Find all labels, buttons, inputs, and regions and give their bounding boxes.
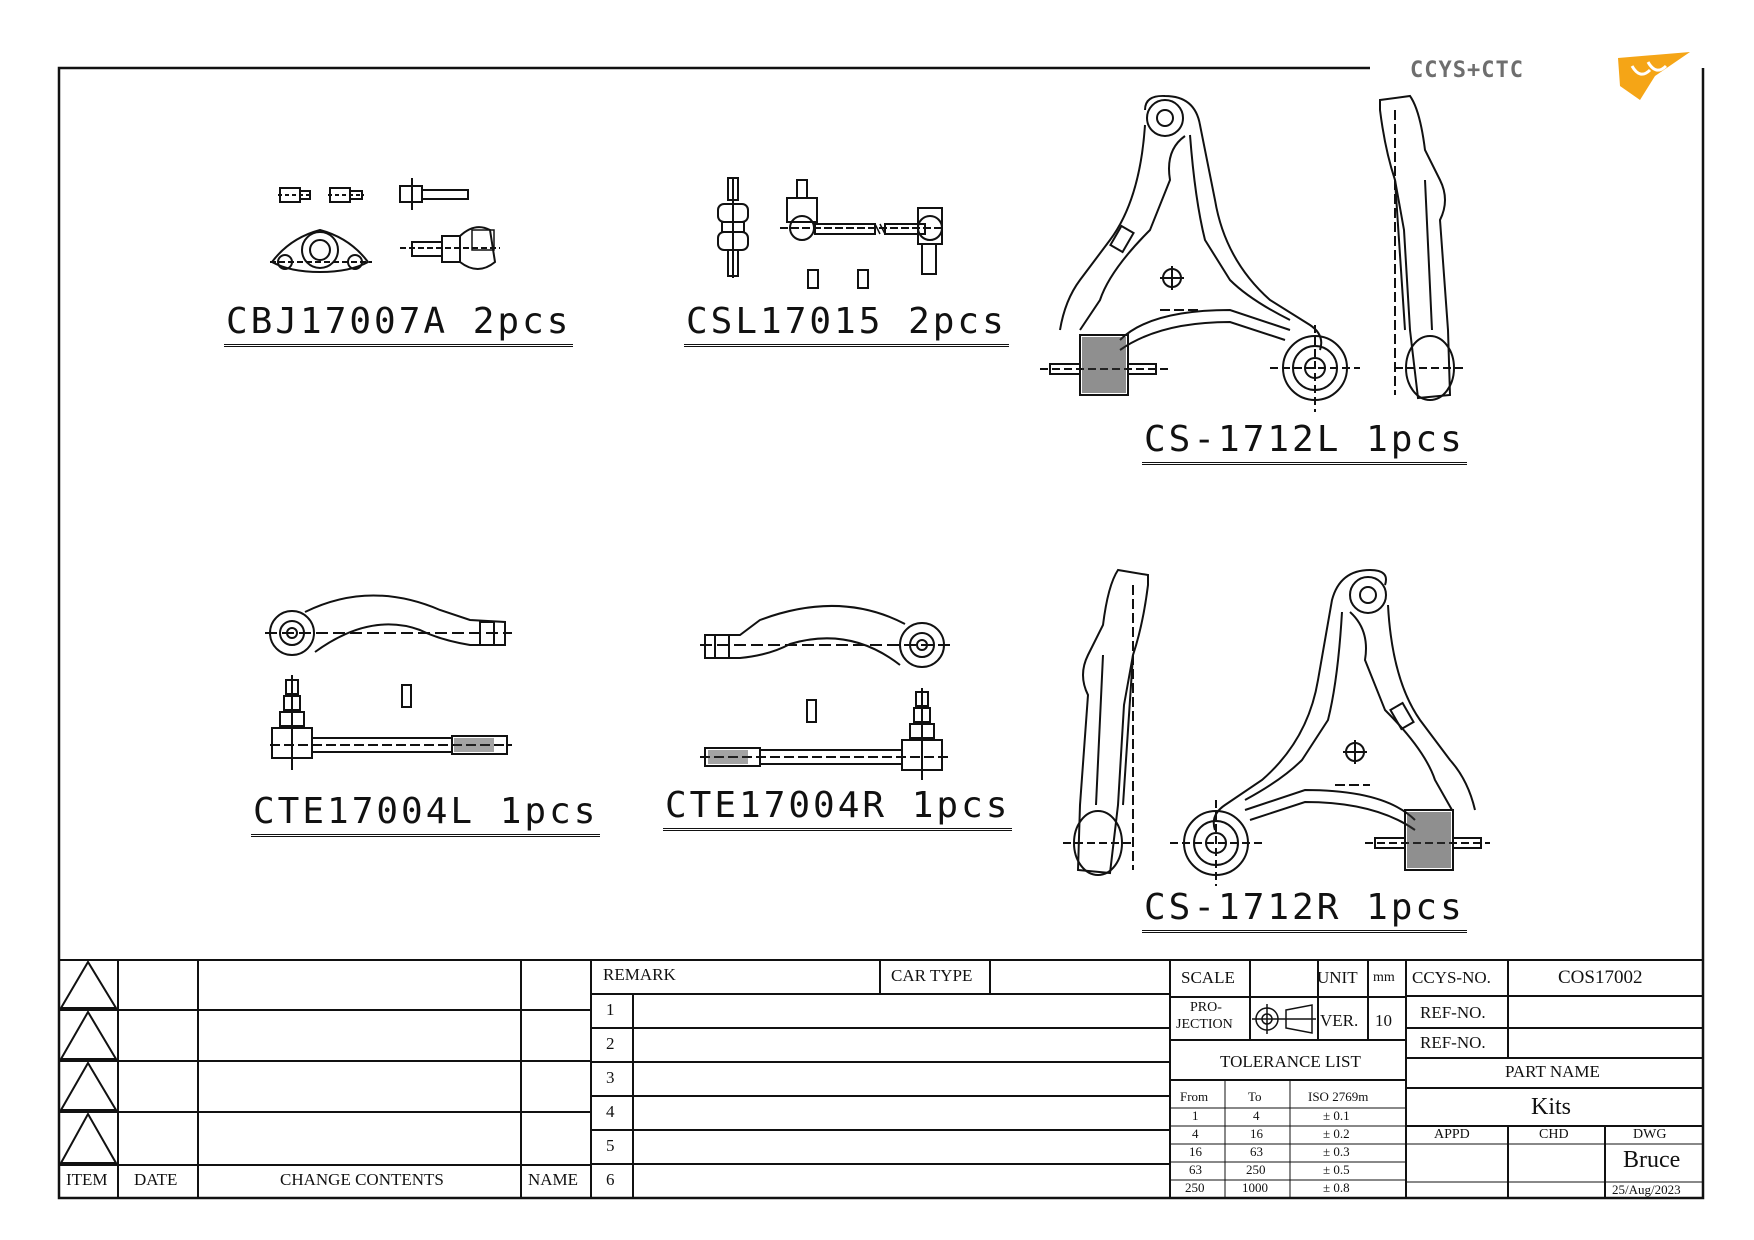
tolerance-from: 1 [1192,1108,1199,1123]
ref-no-label-1: REF-NO. [1420,1003,1486,1022]
tolerance-to: 16 [1250,1126,1263,1141]
tolerance-title: TOLERANCE LIST [1220,1052,1361,1071]
control-arm-right-side-drawing [1063,568,1149,876]
ccys-no-value: COS17002 [1558,967,1643,988]
tie-rod-left-drawing [265,594,512,770]
version-value: 10 [1375,1011,1392,1030]
header-item: ITEM [66,1170,108,1189]
logo-emblem-lines [1630,61,1668,76]
tolerance-from: 250 [1185,1180,1205,1195]
control-arm-left-side-drawing [1379,94,1465,401]
unit-label: UNIT [1317,968,1358,987]
part-name-value: Kits [1531,1094,1572,1120]
version-label: VER. [1320,1011,1359,1030]
dwg-label: DWG [1633,1127,1667,1142]
appd-label: APPD [1434,1127,1470,1142]
tie-rod-right-drawing [700,604,950,780]
tolerance-value: ± 0.5 [1323,1162,1350,1177]
car-type-label: CAR TYPE [891,966,973,985]
company-logo: CCYS+CTC [1410,48,1700,102]
part-name-label: PART NAME [1505,1062,1600,1081]
remark-row-6: 6 [606,1170,615,1189]
projection-symbol [1252,1004,1316,1034]
part-label-cs-1712r: CS-1712R 1pcs [1142,888,1467,933]
part-label-cs-1712l: CS-1712L 1pcs [1142,420,1467,465]
drawing-date: 25/Aug/2023 [1612,1182,1681,1197]
unit-value: mm [1373,970,1395,985]
revision-triangles [59,960,118,1164]
tolerance-value: ± 0.1 [1323,1108,1350,1123]
ccys-no-label: CCYS-NO. [1412,968,1491,987]
scale-label: SCALE [1181,968,1235,987]
tolerance-to: 4 [1253,1108,1260,1123]
header-date: DATE [134,1170,178,1189]
logo-emblem [1618,52,1690,100]
tolerance-header-iso: ISO 2769m [1308,1089,1369,1104]
tolerance-from: 63 [1189,1162,1202,1177]
tolerance-to: 250 [1246,1162,1266,1177]
tolerance-to: 63 [1250,1144,1263,1159]
header-change-contents: CHANGE CONTENTS [280,1170,444,1189]
ball-joint-drawing [270,178,500,274]
tolerance-value: ± 0.8 [1323,1180,1350,1195]
tolerance-to: 1000 [1242,1180,1268,1195]
remark-row-2: 2 [606,1034,615,1053]
tolerance-from: 16 [1189,1144,1202,1159]
projection-label-1: PRO- [1190,1000,1222,1015]
remark-row-4: 4 [606,1102,615,1121]
part-label-cbj17007a: CBJ17007A 2pcs [224,302,574,347]
ref-no-label-2: REF-NO. [1420,1033,1486,1052]
remark-title: REMARK [603,965,676,984]
remark-row-5: 5 [606,1136,615,1155]
part-label-cte17004r: CTE17004R 1pcs [663,786,1013,831]
remark-row-1: 1 [606,1000,615,1019]
part-label-cte17004l: CTE17004L 1pcs [251,792,601,837]
logo-text: CCYS+CTC [1410,58,1524,83]
tolerance-value: ± 0.2 [1323,1126,1350,1141]
title-block-lines [59,959,1703,1198]
remark-row-3: 3 [606,1068,615,1087]
tolerance-value: ± 0.3 [1323,1144,1350,1159]
tolerance-header-from: From [1180,1089,1209,1104]
chd-label: CHD [1539,1127,1569,1142]
stabilizer-link-drawing [717,177,945,289]
tolerance-header-to: To [1248,1089,1262,1104]
header-name: NAME [528,1170,579,1189]
drawer-name: Bruce [1623,1147,1681,1173]
part-label-csl17015: CSL17015 2pcs [684,302,1009,347]
projection-label-2: JECTION [1176,1017,1233,1032]
tolerance-from: 4 [1192,1126,1199,1141]
